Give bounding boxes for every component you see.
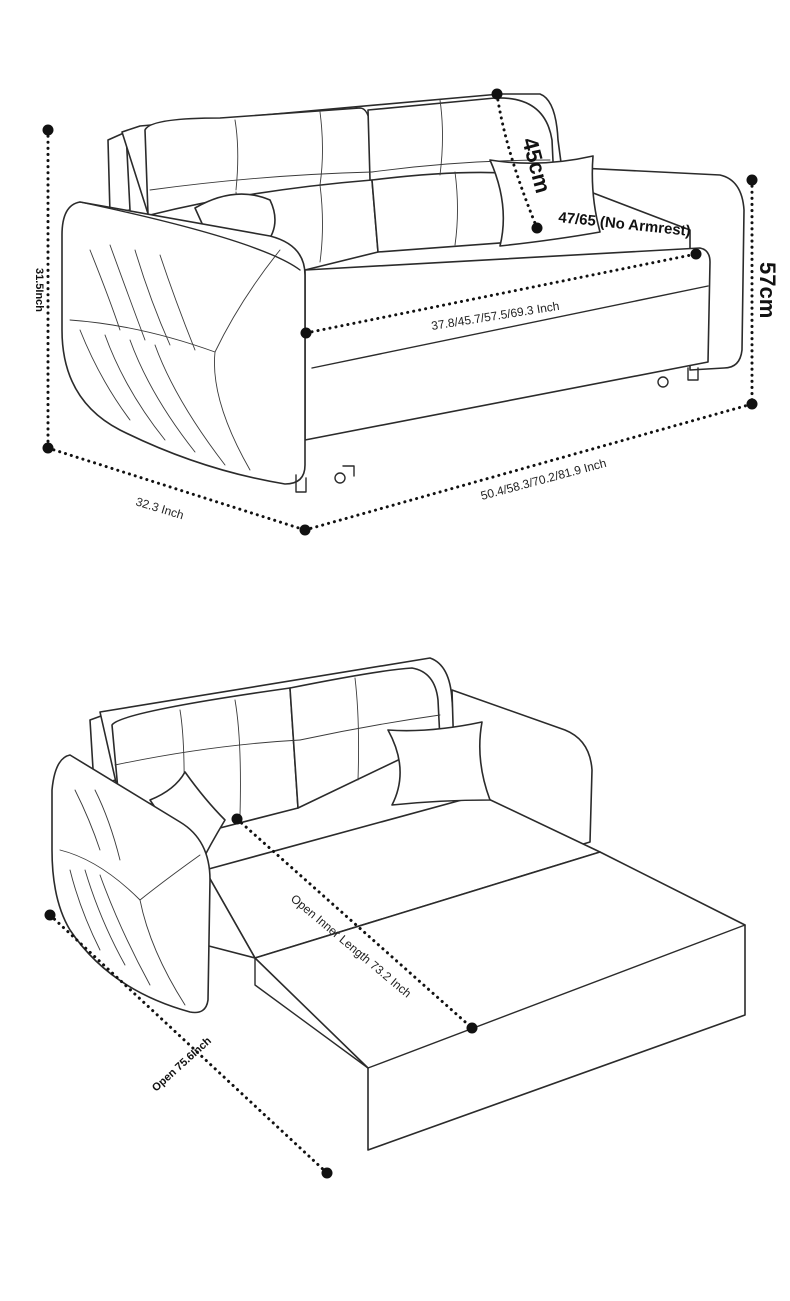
total-width-dimension-line — [303, 402, 754, 532]
total-width-inch-label: 50.4/58.3/70.2/81.9 Inch — [479, 456, 608, 503]
dimension-endpoint — [466, 1022, 478, 1034]
open-length-label: Open 75.6Inch — [150, 1035, 214, 1094]
depth-dimension-line — [46, 446, 307, 532]
dimension-endpoint — [491, 88, 503, 100]
dimension-endpoint — [42, 124, 54, 136]
open-length-dimension-line — [48, 913, 329, 1175]
back-height-dimension-line — [495, 92, 539, 230]
open-sofa-bed-illustration — [51, 657, 746, 1151]
dimension-endpoint — [44, 909, 56, 921]
total-height-label: 57cm — [755, 262, 780, 318]
dimension-endpoint — [531, 222, 543, 234]
open-inner-length-dimension-line — [235, 817, 474, 1030]
seat-width-dimension-line — [304, 252, 698, 335]
dimension-endpoint — [300, 327, 312, 339]
dimension-endpoint — [746, 398, 758, 410]
height-inch-label: 31.5Inch — [33, 268, 45, 312]
dimension-endpoint — [231, 813, 243, 825]
bottom-dimension-lines — [44, 813, 478, 1179]
depth-inch-label: 32.3 Inch — [134, 494, 185, 522]
dimension-endpoint — [746, 174, 758, 186]
top-dimension-lines — [42, 88, 758, 536]
closed-sofa-illustration — [61, 93, 745, 493]
dimension-endpoint — [321, 1167, 333, 1179]
dimension-endpoint — [690, 248, 702, 260]
